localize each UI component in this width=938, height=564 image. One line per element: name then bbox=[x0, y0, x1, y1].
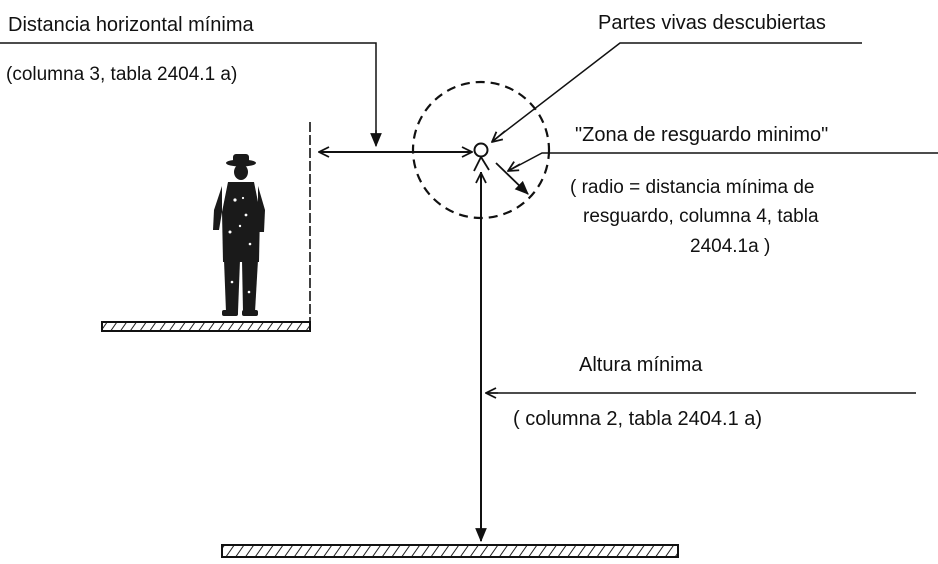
radius-arrow bbox=[495, 162, 529, 195]
zone-line-3: 2404.1a ) bbox=[690, 236, 770, 257]
height-ref: ( columna 2, tabla 2404.1 a) bbox=[513, 408, 762, 430]
zone-line-1: ( radio = distancia mínima de bbox=[570, 177, 814, 198]
platform bbox=[101, 321, 311, 332]
leader-zone bbox=[509, 152, 938, 171]
height-title: Altura mínima bbox=[579, 354, 703, 376]
ground bbox=[221, 544, 679, 558]
live-parts-label: Partes vivas descubiertas bbox=[598, 12, 826, 34]
leader-live-parts bbox=[493, 42, 862, 141]
zone-title: "Zona de resguardo minimo" bbox=[575, 124, 828, 146]
horizontal-distance-title: Distancia horizontal mínima bbox=[8, 14, 255, 36]
live-conductor-icon bbox=[473, 142, 490, 172]
leader-horizontal bbox=[0, 42, 377, 144]
horizontal-distance-ref: (columna 3, tabla 2404.1 a) bbox=[6, 64, 237, 85]
person-figure-icon bbox=[213, 154, 265, 316]
zone-line-2: resguardo, columna 4, tabla bbox=[583, 206, 819, 227]
